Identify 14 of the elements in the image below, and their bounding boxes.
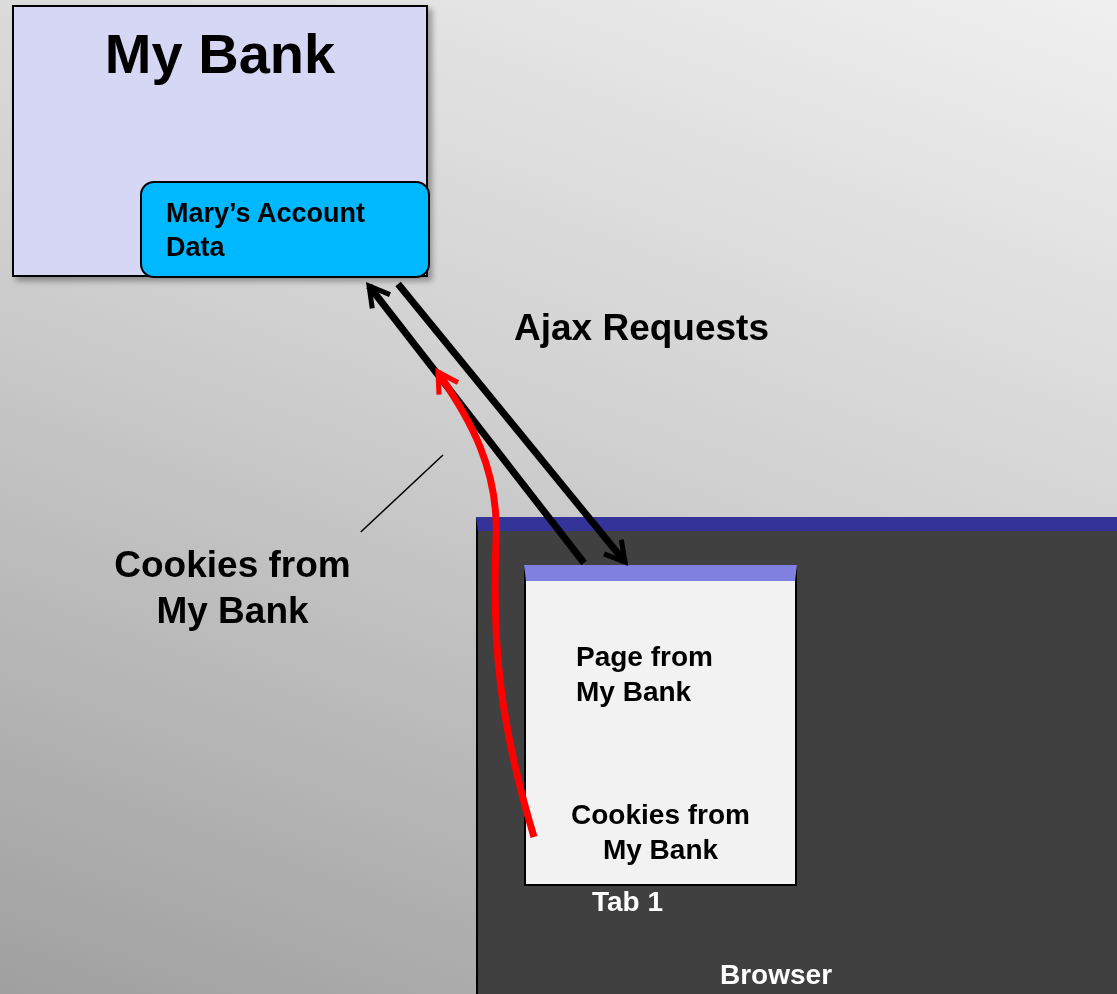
cookies-label: Cookies from My Bank [570,798,751,867]
browser-label: Browser [720,958,833,992]
server-title: My Bank [103,21,337,87]
arrow-label: Ajax Requests [514,306,769,350]
leader-line [360,454,444,533]
browser-window [476,517,1117,994]
data-label: Mary’s Account Data [166,197,367,264]
arrow [366,283,587,566]
page-label: Page from My Bank [576,640,714,709]
tab-label: Tab 1 [592,885,664,919]
server-box [12,5,428,277]
arrow [395,281,628,565]
cookies-label: Cookies from My Bank [113,543,352,634]
data-box [140,181,430,278]
